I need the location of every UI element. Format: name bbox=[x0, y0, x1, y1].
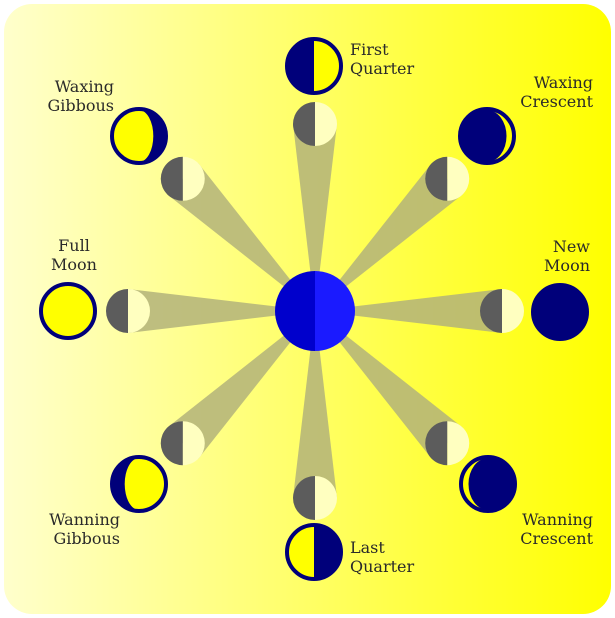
waxing-crescent-icon bbox=[460, 109, 514, 163]
label-line: Crescent bbox=[520, 92, 593, 111]
orbit-moon-last-quarter bbox=[293, 476, 337, 520]
orbit-moon-wanning-gibbous bbox=[161, 421, 205, 465]
label-line: Moon bbox=[544, 256, 590, 275]
wanning-gibbous-icon bbox=[112, 457, 166, 511]
orbit-moon-full-moon bbox=[106, 289, 150, 333]
orbit-moon-wanning-crescent bbox=[425, 421, 469, 465]
label-line: Gibbous bbox=[47, 96, 114, 115]
label-line: Quarter bbox=[350, 59, 415, 78]
label-line: Full bbox=[58, 236, 90, 255]
earth bbox=[275, 271, 355, 351]
orbit-moon-first-quarter bbox=[293, 102, 337, 146]
last-quarter-icon bbox=[287, 525, 341, 579]
label-line: Quarter bbox=[350, 557, 415, 576]
label-line: Crescent bbox=[520, 529, 593, 548]
orbit-moon-waxing-gibbous bbox=[161, 157, 205, 201]
label-line: Waxing bbox=[55, 77, 114, 96]
orbit-moon-waxing-crescent bbox=[425, 157, 469, 201]
waxing-gibbous-icon bbox=[112, 109, 166, 163]
full-moon-icon bbox=[41, 284, 95, 338]
label-line: Wanning bbox=[49, 510, 120, 529]
orbit-moon-new-moon bbox=[480, 289, 524, 333]
label-line: Moon bbox=[51, 255, 97, 274]
label-line: First bbox=[350, 40, 389, 59]
new-moon-icon bbox=[533, 285, 587, 339]
label-line: Waxing bbox=[534, 73, 593, 92]
label-line: Wanning bbox=[522, 510, 593, 529]
label-line: Last bbox=[350, 538, 385, 557]
wanning-crescent-icon bbox=[461, 457, 515, 511]
label-line: New bbox=[553, 237, 590, 256]
first-quarter-icon bbox=[287, 39, 341, 93]
label-line: Gibbous bbox=[53, 529, 120, 548]
